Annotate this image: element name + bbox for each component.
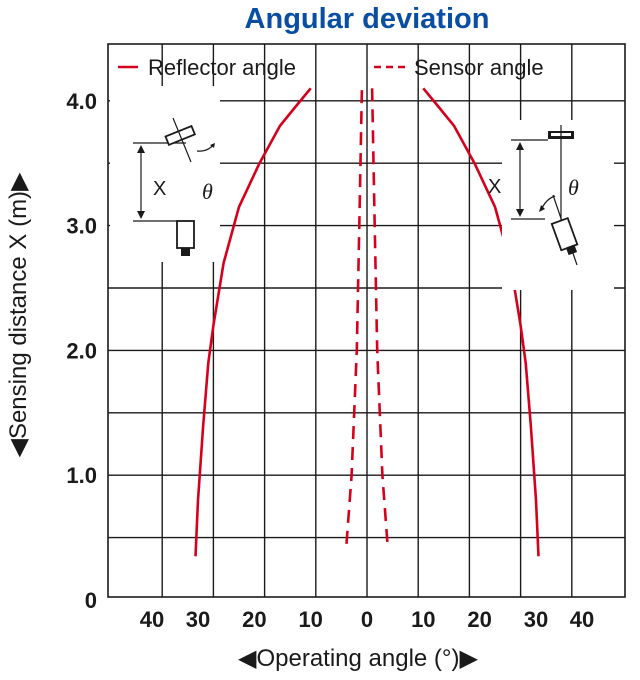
diagram-left-sensor-cable — [181, 248, 190, 256]
diagram-left-arrow-down — [137, 211, 145, 219]
x-tick-label: 40 — [140, 607, 164, 632]
sensor-angle-curve-right — [370, 88, 389, 544]
diagram-right-arc-arrow — [539, 205, 545, 212]
diagram-left-x-label: X — [153, 178, 166, 200]
y-axis-label: ◀Sensing distance X (m)▶ — [5, 172, 32, 458]
y-tick-label: 4.0 — [66, 89, 97, 114]
x-axis-label: ◀Operating angle (°)▶ — [238, 645, 478, 672]
x-tick-label: 20 — [242, 607, 266, 632]
diagram-left: X θ — [110, 86, 220, 262]
diagram-right-arrow-up — [516, 142, 524, 150]
x-tick-label: 0 — [361, 607, 373, 632]
y-tick-label: 3.0 — [66, 214, 97, 239]
plot-frame — [107, 43, 626, 598]
diagram-right-theta: θ — [568, 175, 579, 200]
x-tick-label: 20 — [467, 607, 491, 632]
y-tick-label: 0 — [85, 588, 97, 613]
legend: Reflector angle Sensor angle — [118, 55, 544, 80]
diagram-left-sensor-body — [176, 220, 195, 249]
diagram-left-arrow-up — [137, 145, 145, 153]
y-tick-label: 1.0 — [66, 463, 97, 488]
diagram-left-bg — [110, 86, 220, 262]
sensor-angle-curve-left — [345, 88, 364, 544]
diagram-left-tilt-line — [172, 117, 192, 163]
x-tick-label: 30 — [186, 607, 210, 632]
x-tick-label: 40 — [570, 607, 594, 632]
legend-label-sensor: Sensor angle — [414, 55, 544, 80]
series-layer — [194, 87, 540, 557]
x-tick-label: 10 — [298, 607, 322, 632]
diagram-left-arc-arrow — [210, 143, 215, 148]
diagram-left-theta: θ — [202, 179, 213, 204]
diagram-right-arrow-down — [516, 209, 524, 217]
legend-label-reflector: Reflector angle — [148, 55, 296, 80]
y-tick-label: 2.0 — [66, 338, 97, 363]
reflector-angle-curve-left — [194, 87, 312, 557]
chart-title: Angular deviation — [245, 3, 490, 35]
diagram-right-x-label: X — [488, 176, 501, 198]
x-tick-label: 10 — [411, 607, 435, 632]
diagram-right-sensor-cable — [565, 244, 578, 256]
x-tick-label: 30 — [524, 607, 548, 632]
diagram-right: X θ — [488, 120, 614, 290]
tick-labels: 40 30 20 10 0 10 20 30 40 0 1.0 2.0 3.0 4.0 — [66, 89, 594, 632]
